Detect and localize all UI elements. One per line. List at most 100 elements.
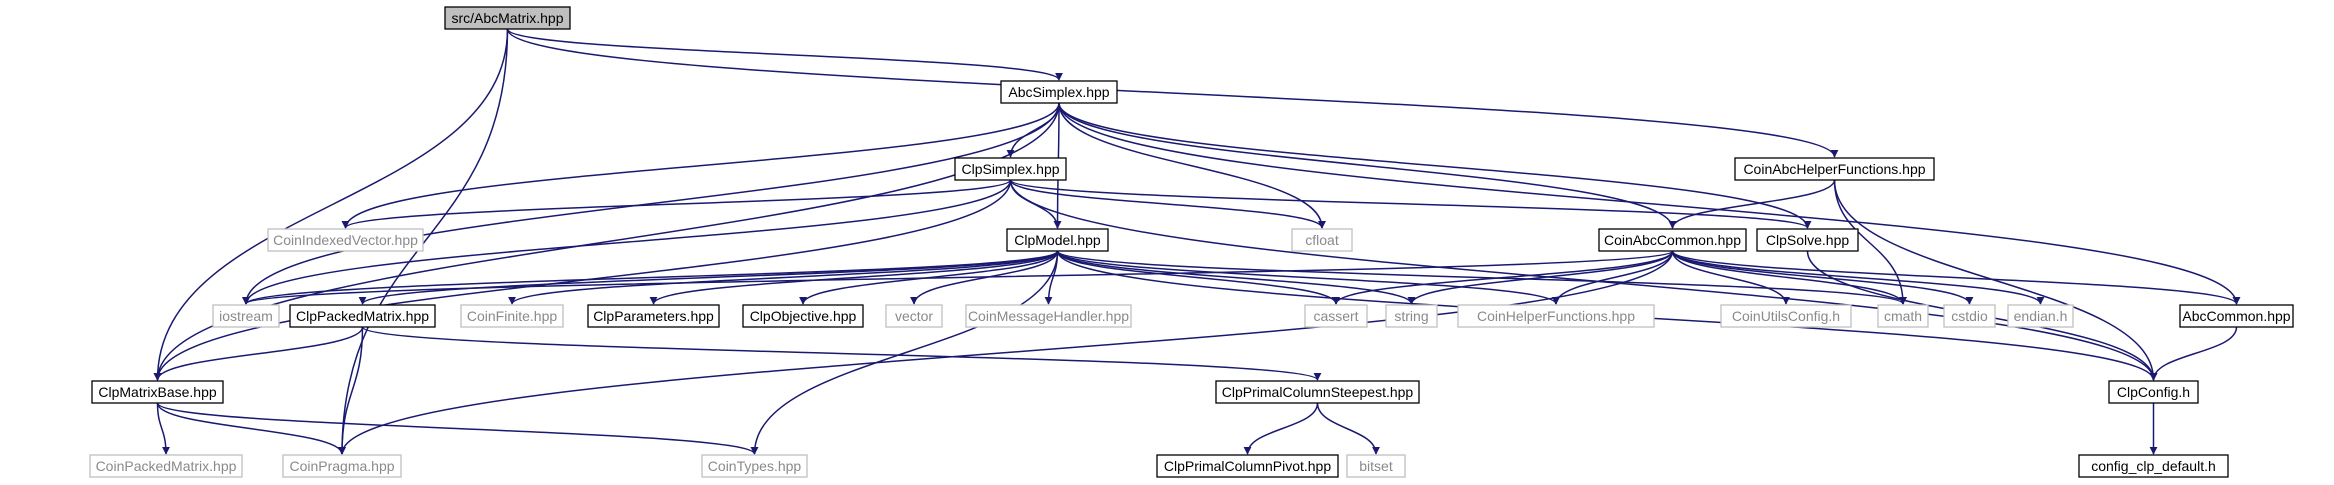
node-box-clpmodel (1006, 228, 1109, 252)
edge-clpsimplex-to-clpconfig (1009, 179, 2158, 381)
node-box-string (1385, 304, 1438, 328)
node-coinpackedmatrix: CoinPackedMatrix.hpp (89, 454, 243, 478)
node-label-coinfinite: CoinFinite.hpp (467, 308, 557, 324)
edge-abcmatrix-to-coinabchelper (506, 28, 1839, 158)
node-label-bitset: bitset (1359, 458, 1393, 474)
edge-abcsimplex-to-coinabccommon (1058, 102, 1677, 229)
node-coinhelperfunctions: CoinHelperFunctions.hpp (1457, 304, 1655, 328)
node-clpprimalpivot[interactable]: ClpPrimalColumnPivot.hpp (1156, 454, 1339, 478)
edge-coinabccommon-to-endian (1671, 250, 2045, 305)
node-abcsimplex[interactable]: AbcSimplex.hpp (1000, 80, 1118, 104)
node-clpconfig[interactable]: ClpConfig.h (2108, 380, 2199, 404)
node-label-clpprimalpivot: ClpPrimalColumnPivot.hpp (1164, 458, 1332, 474)
node-box-coinindexedvector (267, 228, 424, 252)
node-box-clpprimalsteepest (1215, 380, 1420, 404)
node-cmath: cmath (1877, 304, 1929, 328)
edge-abcsimplex-to-abccommon (1058, 102, 2241, 305)
edge-abcmatrix-to-clpmatrixbase (153, 28, 509, 381)
node-box-clpconfig (2108, 380, 2199, 404)
node-label-clpsolve: ClpSolve.hpp (1766, 232, 1849, 248)
edge-clpsimplex-to-clpsolve (1009, 179, 1812, 229)
node-label-abcsimplex: AbcSimplex.hpp (1008, 84, 1109, 100)
node-box-coinpackedmatrix (89, 454, 243, 478)
node-label-abcmatrix: src/AbcMatrix.hpp (451, 10, 563, 26)
node-label-clpmatrixbase: ClpMatrixBase.hpp (98, 384, 216, 400)
edge-clpsimplex-to-cfloat (1009, 179, 1326, 229)
node-box-abcmatrix (444, 6, 571, 30)
edge-abcsimplex-to-iostream (242, 102, 1060, 305)
node-clpsimplex[interactable]: ClpSimplex.hpp (954, 157, 1067, 181)
edge-abcsimplex-to-coinindexedvector (341, 102, 1060, 229)
node-label-clpparameters: ClpParameters.hpp (593, 308, 714, 324)
node-label-coinindexedvector: CoinIndexedVector.hpp (273, 232, 418, 248)
node-box-coinhelperfunctions (1457, 304, 1655, 328)
node-clpparameters[interactable]: ClpParameters.hpp (587, 304, 720, 328)
edge-clpmodel-to-clppackedmatrix (358, 250, 1059, 305)
node-box-coinpragma (282, 454, 402, 478)
edge-clpsimplex-to-coinindexedvector (341, 179, 1012, 229)
node-coinabchelper[interactable]: CoinAbcHelperFunctions.hpp (1734, 157, 1935, 181)
node-box-abcsimplex (1000, 80, 1118, 104)
node-abcmatrix[interactable]: src/AbcMatrix.hpp (444, 6, 571, 30)
node-label-cassert: cassert (1313, 308, 1358, 324)
edge-coinabccommon-to-cmath (1671, 250, 1907, 305)
edge-clppackedmatrix-to-clpmatrixbase (153, 326, 364, 381)
node-box-clpmatrixbase (91, 380, 224, 404)
node-cfloat: cfloat (1291, 228, 1353, 252)
node-box-endian (2007, 304, 2074, 328)
node-label-coinpackedmatrix: CoinPackedMatrix.hpp (96, 458, 237, 474)
edge-clpmatrixbase-to-coinpackedmatrix (156, 402, 170, 455)
node-label-coinmessagehandler: CoinMessageHandler.hpp (968, 308, 1129, 324)
node-string: string (1385, 304, 1438, 328)
node-label-clpconfig: ClpConfig.h (2117, 384, 2190, 400)
node-label-iostream: iostream (219, 308, 273, 324)
edge-coinabccommon-to-string (1407, 250, 1674, 305)
edge-clppackedmatrix-to-clpprimalsteepest (361, 326, 1322, 381)
node-box-clpparameters (587, 304, 720, 328)
node-box-clpobjective (742, 304, 864, 328)
edge-coinabccommon-to-coinpragma (338, 250, 1674, 455)
edge-abccommon-to-clpconfig (2149, 326, 2238, 381)
node-clpmodel[interactable]: ClpModel.hpp (1006, 228, 1109, 252)
node-label-coinabccommon: CoinAbcCommon.hpp (1604, 232, 1741, 248)
edge-coinabchelper-to-coinabccommon (1668, 179, 1836, 229)
node-box-coinabchelper (1734, 157, 1935, 181)
edge-clpmatrixbase-to-coinpragma (156, 402, 346, 455)
node-abccommon[interactable]: AbcCommon.hpp (2179, 304, 2294, 328)
edge-clpmodel-to-cointypes (750, 250, 1059, 455)
edge-clpprimalsteepest-to-clpprimalpivot (1243, 402, 1319, 455)
edge-clpmodel-to-cmath (1056, 250, 1907, 305)
edge-clpmodel-to-coinfinite (508, 250, 1059, 305)
edge-clppackedmatrix-to-coinpragma (338, 326, 364, 455)
node-clpprimalsteepest[interactable]: ClpPrimalColumnSteepest.hpp (1215, 380, 1420, 404)
edge-clpsimplex-to-iostream (242, 179, 1012, 305)
node-box-coinutilsconfig (1720, 304, 1852, 328)
node-coinabccommon[interactable]: CoinAbcCommon.hpp (1598, 228, 1747, 252)
edge-coinabccommon-to-cstdio (1671, 250, 1974, 305)
node-clppackedmatrix[interactable]: ClpPackedMatrix.hpp (289, 304, 436, 328)
edge-coinabccommon-to-coinhelperfunctions (1552, 250, 1674, 305)
edge-coinabccommon-to-iostream (242, 250, 1674, 305)
node-clpobjective[interactable]: ClpObjective.hpp (742, 304, 864, 328)
node-configclpdefault[interactable]: config_clp_default.h (2078, 454, 2229, 478)
node-box-cstdio (1943, 304, 1996, 328)
node-box-iostream (212, 304, 280, 328)
nodes-layer: src/AbcMatrix.hppAbcSimplex.hppClpSimple… (89, 6, 2294, 478)
edge-abcmatrix-to-coinpragma (338, 28, 509, 455)
node-clpsolve[interactable]: ClpSolve.hpp (1756, 228, 1859, 252)
node-label-cfloat: cfloat (1305, 232, 1339, 248)
node-box-abccommon (2179, 304, 2294, 328)
node-label-cstdio: cstdio (1951, 308, 1988, 324)
node-clpmatrixbase[interactable]: ClpMatrixBase.hpp (91, 380, 224, 404)
node-label-coinhelperfunctions: CoinHelperFunctions.hpp (1477, 308, 1635, 324)
node-label-string: string (1394, 308, 1428, 324)
node-coinindexedvector: CoinIndexedVector.hpp (267, 228, 424, 252)
edge-clpprimalsteepest-to-bitset (1316, 402, 1380, 455)
node-box-cassert (1304, 304, 1368, 328)
node-box-cointypes (701, 454, 808, 478)
edge-clpmodel-to-string (1056, 250, 1416, 305)
node-label-coinabchelper: CoinAbcHelperFunctions.hpp (1743, 161, 1925, 177)
node-box-cmath (1877, 304, 1929, 328)
edge-abcmatrix-to-abcsimplex (506, 28, 1063, 81)
node-label-clpsimplex: ClpSimplex.hpp (961, 161, 1059, 177)
